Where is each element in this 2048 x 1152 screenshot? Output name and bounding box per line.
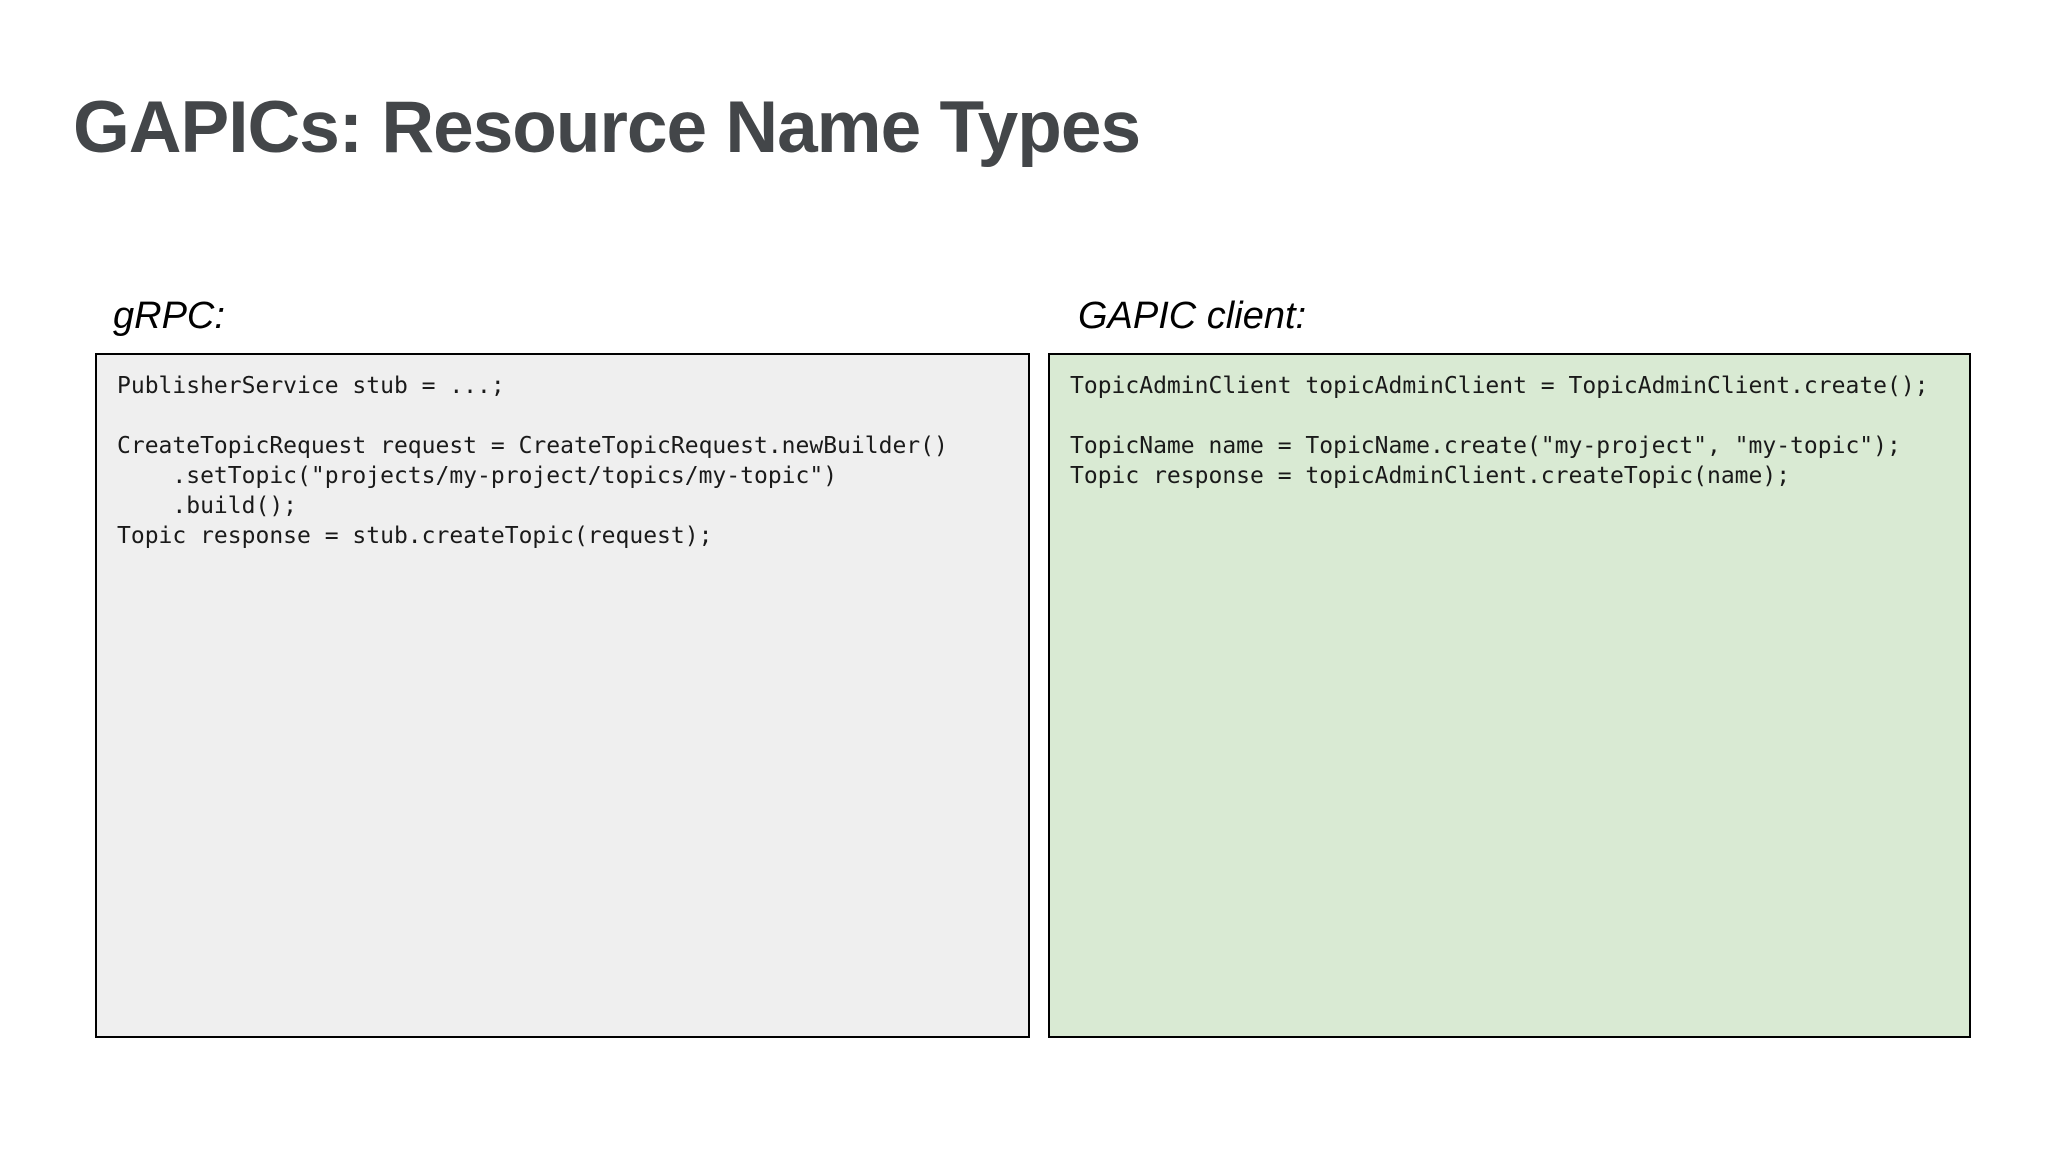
slide-title: GAPICs: Resource Name Types — [73, 87, 1141, 168]
gapic-panel-label: GAPIC client: — [1078, 295, 1307, 337]
grpc-panel-label: gRPC: — [113, 295, 225, 337]
grpc-code-block: PublisherService stub = ...; CreateTopic… — [95, 353, 1030, 1038]
gapic-code-block: TopicAdminClient topicAdminClient = Topi… — [1048, 353, 1971, 1038]
